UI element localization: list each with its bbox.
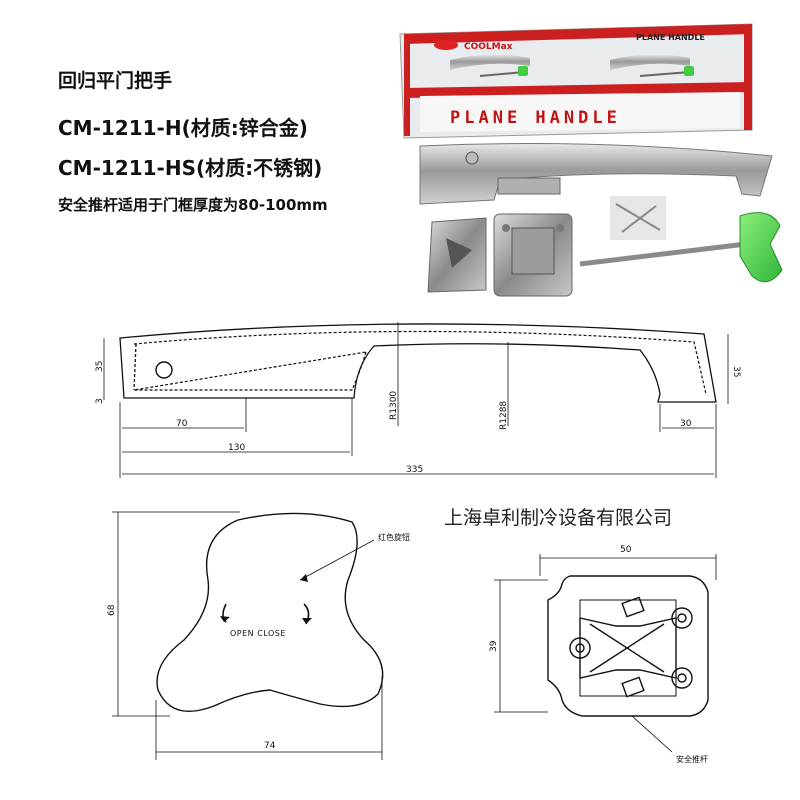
- dim-130: 130: [228, 443, 245, 453]
- dim-30: 30: [680, 419, 692, 429]
- box-handle-picture-1: [450, 54, 530, 70]
- box-brand-logo: COOLMax: [434, 40, 513, 52]
- model-h-label: CM-1211-H(材质:锌合金): [58, 116, 308, 140]
- dim-70: 70: [176, 419, 188, 429]
- knob-callout-label: 红色旋钮: [378, 532, 410, 542]
- product-base-plate-photo: [493, 213, 573, 297]
- dim-68: 68: [107, 604, 117, 616]
- dim-335: 335: [406, 465, 423, 475]
- open-close-label: OPEN CLOSE: [230, 629, 286, 638]
- product-latch-plate-photo: [427, 217, 487, 293]
- dim-r1288: R1288: [499, 401, 509, 430]
- dim-r1300: R1300: [389, 391, 399, 420]
- dim-35-right: 35: [731, 366, 741, 377]
- dim-35-left: 35: [95, 361, 105, 372]
- push-rod-note: 安全推杆适用于门框厚度为80-100mm: [58, 196, 328, 214]
- product-box: COOLMax PLANE HANDLE PLANE HANDLE: [399, 23, 753, 139]
- push-rod-callout-label: 安全推杆: [676, 754, 708, 764]
- company-name: 上海卓利制冷设备有限公司: [444, 507, 673, 529]
- knob-drawing: [112, 511, 384, 760]
- model-hs-label: CM-1211-HS(材质:不锈钢): [58, 156, 323, 180]
- box-handle-picture-2: [610, 54, 690, 70]
- dim-39: 39: [489, 640, 499, 652]
- dim-74: 74: [264, 741, 276, 751]
- plate-drawing: [494, 554, 717, 753]
- product-title: 回归平门把手: [58, 70, 173, 92]
- product-handle-photo: [419, 143, 773, 205]
- handle-drawing: [103, 322, 729, 478]
- box-brand-text: COOLMax: [464, 42, 513, 52]
- box-label-main: PLANE HANDLE: [450, 108, 621, 128]
- dim-50: 50: [620, 545, 632, 555]
- box-label-top: PLANE HANDLE: [636, 33, 705, 42]
- product-push-rod-photo: [579, 212, 783, 283]
- dim-3: 3: [95, 398, 105, 404]
- product-screws-photo: [610, 196, 666, 240]
